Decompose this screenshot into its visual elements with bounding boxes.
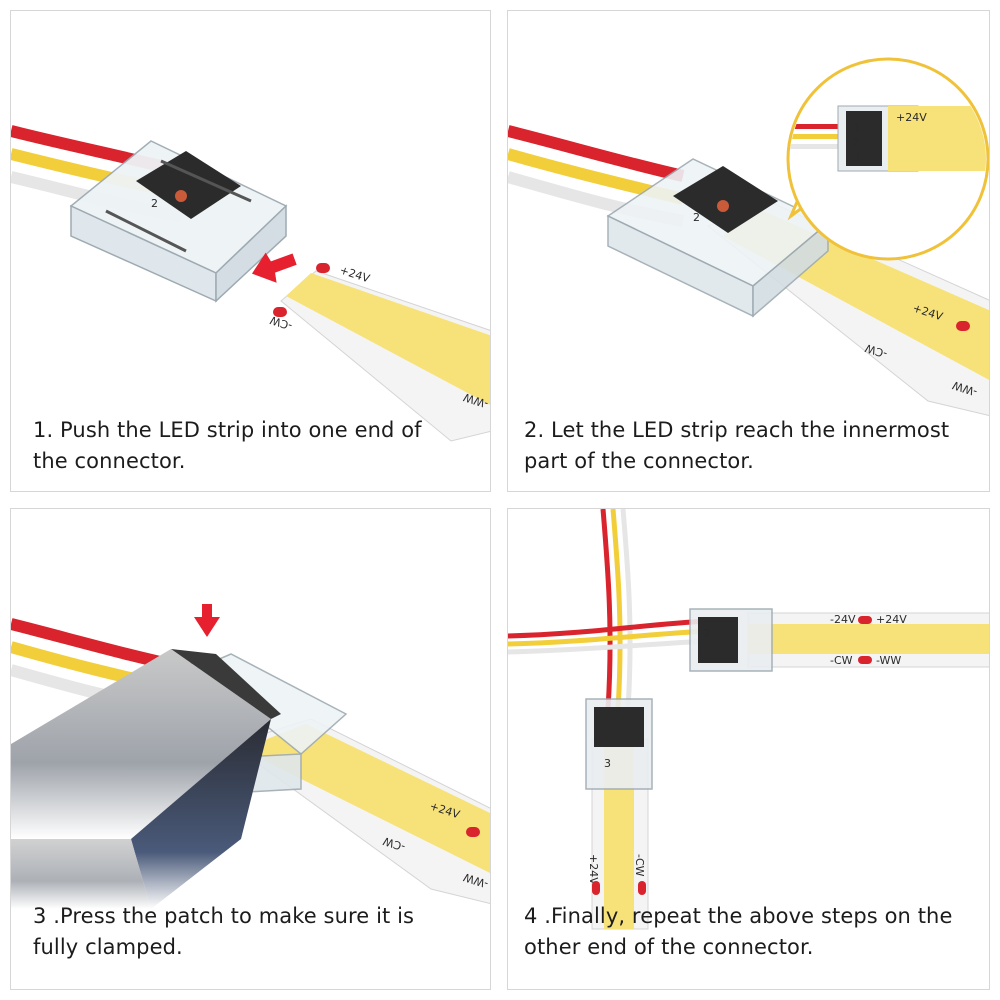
step-4-illustration: -24V +24V -CW -WW 2 +24V -CW 3 xyxy=(508,509,989,930)
caption-line: part of the connector. xyxy=(524,449,754,473)
caption-line: 3 .Press the patch to make sure it is xyxy=(33,904,415,928)
callout-label-plus: +24V xyxy=(896,111,927,124)
caption-line: fully clamped. xyxy=(33,935,183,959)
yellow-wire-horizontal xyxy=(508,628,709,647)
pin-label-1: 1 xyxy=(853,121,860,134)
step-2-caption: 2. Let the LED strip reach the innermost… xyxy=(524,415,973,477)
pin-label-3: 3 xyxy=(853,151,860,164)
caption-line: 2. Let the LED strip reach the innermost xyxy=(524,418,950,442)
caption-line: the connector. xyxy=(33,449,186,473)
step-1-panel: 2 +24V -CW -WW 1. Push the LED strip int… xyxy=(10,10,491,492)
zoom-callout: 1 2 3 +24V xyxy=(786,57,989,261)
step-3-caption: 3 .Press the patch to make sure it is fu… xyxy=(33,901,474,963)
connector: 2 xyxy=(69,140,288,303)
caption-line: 4 .Finally, repeat the above steps on th… xyxy=(524,904,953,928)
step-2-illustration: +24V -CW -WW 2 1 xyxy=(508,57,989,417)
connector-vertical: 3 xyxy=(585,698,653,790)
step-1-illustration: 2 +24V -CW -WW xyxy=(11,125,490,442)
pin-label: 2 xyxy=(704,627,711,640)
red-wire-vertical xyxy=(600,509,613,710)
pin-label: 2 xyxy=(151,197,158,210)
strip-label-cw: -CW xyxy=(830,654,853,667)
step-2-panel: +24V -CW -WW 2 1 xyxy=(507,10,990,492)
red-wire xyxy=(508,125,685,182)
step-3-illustration: +24V -CW -WW xyxy=(11,604,490,909)
step-3-panel: +24V -CW -WW xyxy=(10,508,491,990)
white-wire-horizontal xyxy=(508,638,709,655)
pin-label-2: 2 xyxy=(853,136,860,149)
push-arrow-icon xyxy=(251,252,297,283)
strip-label-cw: -CW xyxy=(268,313,294,332)
pin-label: 3 xyxy=(604,757,611,770)
caption-line: other end of the connector. xyxy=(524,935,814,959)
led-strip-vertical: +24V -CW xyxy=(587,738,649,930)
connector-horizontal: 2 xyxy=(689,608,773,672)
led-strip-horizontal: -24V +24V -CW -WW xyxy=(747,612,989,668)
step-1-caption: 1. Push the LED strip into one end of th… xyxy=(33,415,474,477)
crimp-tool xyxy=(11,649,281,909)
red-wire-horizontal xyxy=(508,618,709,639)
led-strip: +24V -CW -WW xyxy=(229,718,490,905)
pin-label: 2 xyxy=(693,211,700,224)
caption-line: 1. Push the LED strip into one end of xyxy=(33,418,422,442)
white-wire-vertical xyxy=(620,509,633,710)
strip-label-plus: +24V xyxy=(876,613,907,626)
step-4-caption: 4 .Finally, repeat the above steps on th… xyxy=(524,901,973,963)
strip-label-minus: -24V xyxy=(830,613,856,626)
step-4-panel: -24V +24V -CW -WW 2 +24V -CW 3 4 .Fina xyxy=(507,508,990,990)
strip-label-plus-vertical: +24V xyxy=(587,854,600,885)
connector: 2 xyxy=(606,158,830,318)
press-down-arrow-icon xyxy=(194,604,220,637)
led-strip: +24V -CW -WW xyxy=(268,263,490,442)
strip-label-cw-vertical: -CW xyxy=(633,854,646,877)
yellow-wire-vertical xyxy=(610,509,623,710)
strip-label-ww: -WW xyxy=(876,654,901,667)
